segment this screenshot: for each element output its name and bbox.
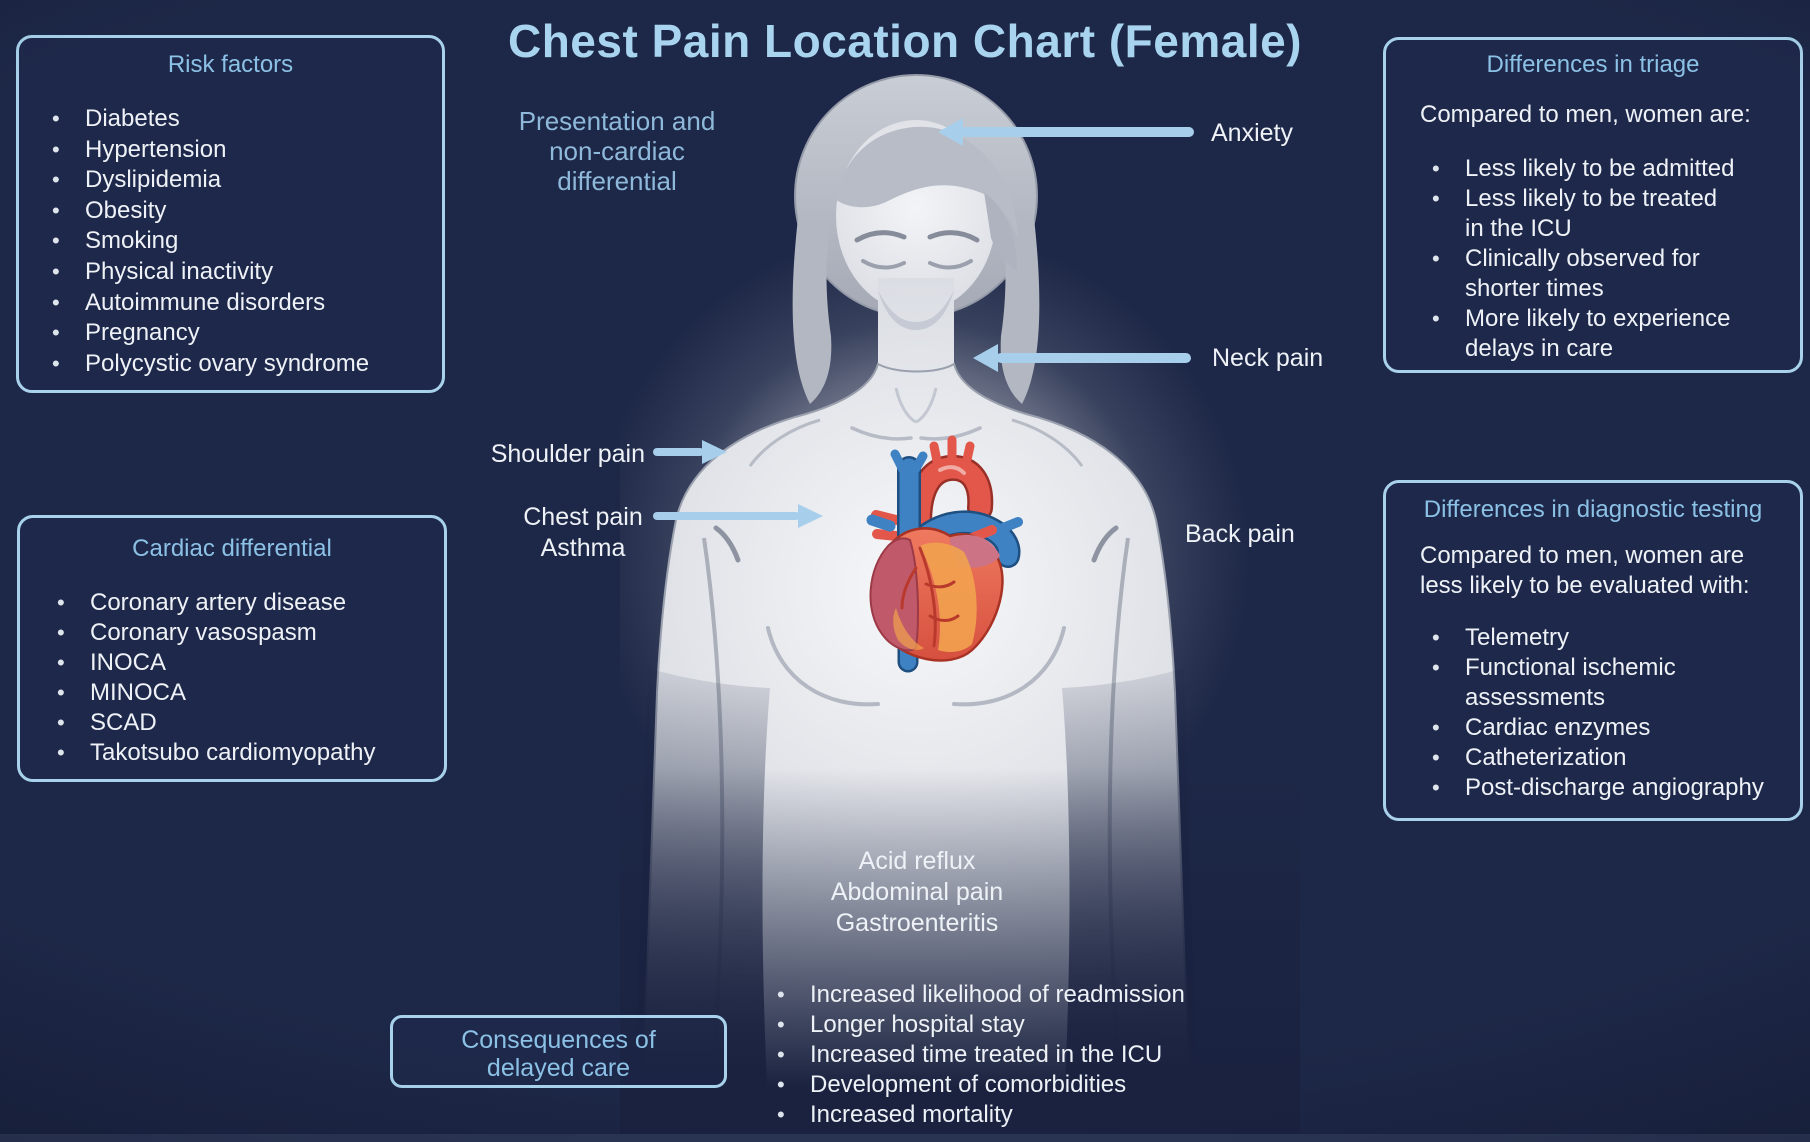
cardiac-differential-heading: Cardiac differential: [132, 535, 332, 562]
list-item: Coronary vasospasm: [57, 618, 444, 648]
delayed-care-heading: Consequences of delayed care: [461, 1026, 656, 1082]
shoulder-pain-label: Shoulder pain: [490, 440, 645, 468]
cardiac-differential-list: Coronary artery diseaseCoronary vasospas…: [20, 588, 444, 768]
neck-pain-arrow-icon: [996, 353, 1191, 363]
list-item: More likely to experience delays in care: [1432, 304, 1800, 364]
list-item: Less likely to be admitted: [1432, 154, 1800, 184]
page-title: Chest Pain Location Chart (Female): [507, 15, 1302, 67]
risk-factors-heading: Risk factors: [167, 51, 294, 78]
neck: [816, 278, 1016, 412]
diagnostic-testing-heading: Differences in diagnostic testing: [1423, 496, 1763, 523]
list-item: Coronary artery disease: [57, 588, 444, 618]
list-item: Pregnancy: [52, 318, 442, 349]
chest-pain-arrow-icon: [653, 512, 800, 520]
list-item: Takotsubo cardiomyopathy: [57, 738, 444, 768]
delayed-care-list: Increased likelihood of readmissionLonge…: [777, 980, 1330, 1130]
triage-differences-panel: Differences in triage Compared to men, w…: [1383, 37, 1803, 373]
diagnostic-testing-panel: Differences in diagnostic testing Compar…: [1383, 480, 1803, 821]
list-item: Physical inactivity: [52, 257, 442, 288]
anxiety-label: Anxiety: [1211, 119, 1293, 147]
list-item: Functional ischemic assessments: [1432, 653, 1800, 713]
triage-intro: Compared to men, women are:: [1420, 101, 1751, 128]
list-item: Longer hospital stay: [777, 1010, 1330, 1040]
triage-list: Less likely to be admittedLess likely to…: [1386, 154, 1800, 364]
list-item: Less likely to be treated in the ICU: [1432, 184, 1800, 244]
list-item: Increased mortality: [777, 1100, 1330, 1130]
list-item: INOCA: [57, 648, 444, 678]
risk-factors-panel: Risk factors DiabetesHypertensionDyslipi…: [16, 35, 445, 393]
list-item: Development of comorbidities: [777, 1070, 1330, 1100]
list-item: Increased likelihood of readmission: [777, 980, 1330, 1010]
risk-factors-list: DiabetesHypertensionDyslipidemiaObesityS…: [19, 104, 442, 379]
chest-pain-label: Chest pain: [523, 503, 643, 531]
list-item: Cardiac enzymes: [1432, 713, 1800, 743]
list-item: Diabetes: [52, 104, 442, 135]
presentation-differential-label: Presentation and non-cardiac differentia…: [518, 106, 716, 196]
list-item: Polycystic ovary syndrome: [52, 349, 442, 380]
delayed-care-panel: Consequences of delayed care: [390, 1015, 727, 1088]
list-item: MINOCA: [57, 678, 444, 708]
list-item: Dyslipidemia: [52, 165, 442, 196]
back-pain-label: Back pain: [1185, 520, 1295, 548]
list-item: Smoking: [52, 226, 442, 257]
neck-pain-label: Neck pain: [1212, 344, 1324, 372]
abdomen-differential-label: Acid reflux Abdominal pain Gastroenterit…: [830, 847, 1004, 937]
face: [836, 120, 1018, 327]
list-item: Clinically observed for shorter times: [1432, 244, 1800, 304]
asthma-label: Asthma: [540, 534, 626, 562]
list-item: Obesity: [52, 196, 442, 227]
list-item: Post-discharge angiography: [1432, 773, 1800, 803]
diagnostic-testing-list: TelemetryFunctional ischemic assessments…: [1386, 623, 1800, 803]
shoulder-pain-arrow-icon: [653, 448, 704, 456]
heart-illustration: [866, 435, 1023, 673]
list-item: Telemetry: [1432, 623, 1800, 653]
bottom-edge-strip: [0, 1134, 1810, 1142]
diagnostic-testing-intro: Compared to men, women are less likely t…: [1420, 542, 1750, 599]
list-item: Hypertension: [52, 135, 442, 166]
list-item: SCAD: [57, 708, 444, 738]
cardiac-differential-panel: Cardiac differential Coronary artery dis…: [17, 515, 447, 782]
list-item: Increased time treated in the ICU: [777, 1040, 1330, 1070]
list-item: Catheterization: [1432, 743, 1800, 773]
triage-heading: Differences in triage: [1486, 51, 1700, 78]
anxiety-arrow-icon: [961, 127, 1194, 137]
list-item: Autoimmune disorders: [52, 288, 442, 319]
female-figure-illustration: [620, 74, 1300, 1142]
